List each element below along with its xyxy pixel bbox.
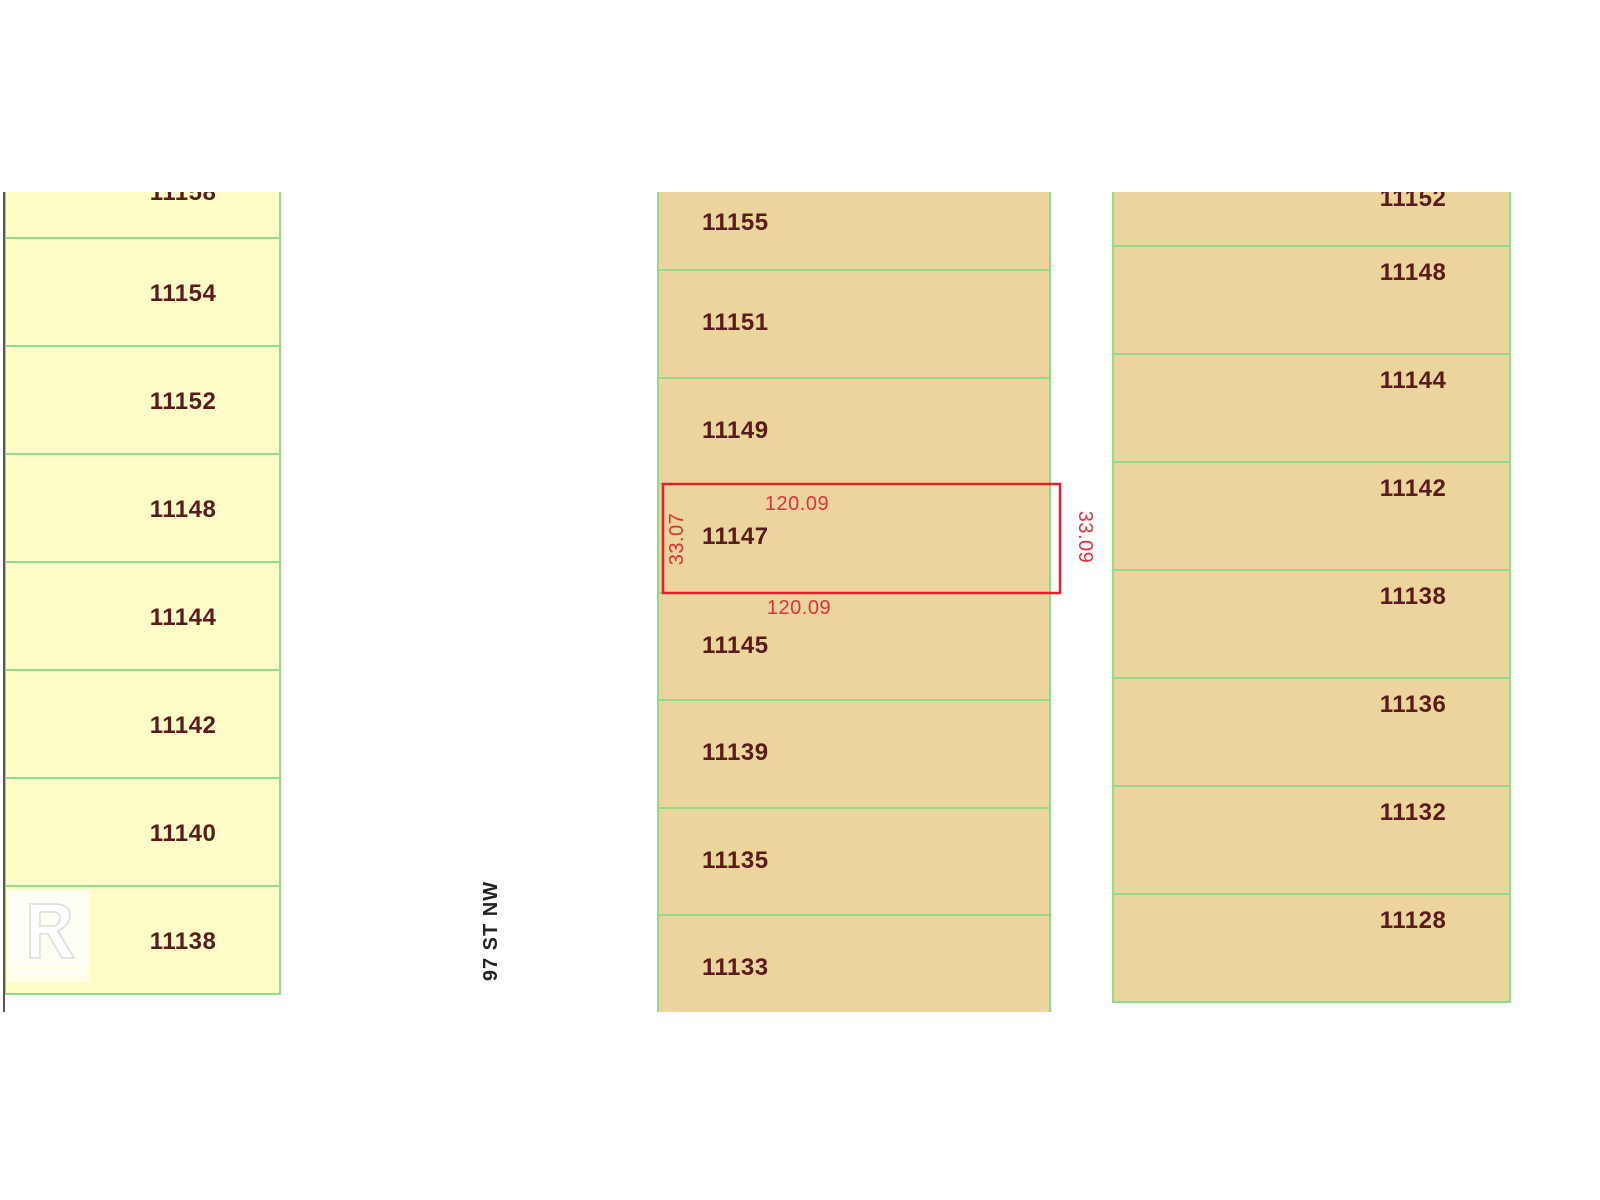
lots-layer: 11158 11154 11152 11148 11144 11142 11140 11138… bbox=[4, 192, 1511, 1012]
lot-label-left-11154: 11154 bbox=[150, 280, 217, 307]
lot-label-left-11158: 11158 bbox=[150, 192, 217, 206]
lot-label-center-11135: 11135 bbox=[702, 847, 769, 874]
lot-label-right-11148: 11148 bbox=[1380, 259, 1447, 286]
lot-parcel-left-11158[interactable] bbox=[4, 192, 281, 239]
lot-parcel-center-11149[interactable] bbox=[657, 377, 1051, 485]
lot-label-right-11136: 11136 bbox=[1380, 691, 1447, 718]
lot-parcel-center-11139[interactable] bbox=[657, 699, 1051, 809]
dimension-top: 120.09 bbox=[765, 493, 829, 515]
lot-label-center-11139: 11139 bbox=[702, 739, 769, 766]
lot-label-center-11145: 11145 bbox=[702, 632, 769, 659]
lot-label-center-11151: 11151 bbox=[702, 309, 769, 336]
lot-label-left-11140: 11140 bbox=[150, 820, 217, 847]
lot-parcel-left-11154[interactable] bbox=[4, 237, 281, 347]
lot-label-right-11138: 11138 bbox=[1380, 583, 1447, 610]
lot-map: 11158 11154 11152 11148 11144 11142 11140 11138… bbox=[0, 192, 1600, 1012]
lot-parcel-right-11152[interactable] bbox=[1112, 192, 1511, 247]
lot-label-center-11155: 11155 bbox=[702, 209, 769, 236]
lot-label-right-11142: 11142 bbox=[1380, 475, 1447, 502]
lot-parcel-left-11140[interactable] bbox=[4, 777, 281, 887]
lot-parcel-right-11136[interactable] bbox=[1112, 677, 1511, 787]
lot-label-left-11142: 11142 bbox=[150, 712, 217, 739]
realtor-logo-icon bbox=[8, 890, 90, 982]
lot-parcel-center-11151[interactable] bbox=[657, 269, 1051, 379]
lot-parcel-center-11155[interactable] bbox=[657, 192, 1051, 271]
parcel-map-svg: 11158 11154 11152 11148 11144 11142 11140 11138… bbox=[3, 192, 1511, 1012]
dimension-right: 33.09 bbox=[1074, 511, 1096, 564]
lot-parcel-right-11148[interactable] bbox=[1112, 245, 1511, 355]
lot-label-right-11144: 11144 bbox=[1380, 367, 1447, 394]
lot-label-right-11128: 11128 bbox=[1380, 907, 1447, 934]
lot-label-left-11152: 11152 bbox=[150, 388, 217, 415]
lot-label-right-11152: 11152 bbox=[1380, 192, 1447, 212]
lot-parcel-center-11133[interactable] bbox=[657, 914, 1051, 1012]
subject-lot-outline[interactable] bbox=[661, 482, 1062, 595]
lot-parcel-right-11128[interactable] bbox=[1112, 893, 1511, 1003]
lot-parcel-right-11132[interactable] bbox=[1112, 785, 1511, 895]
lot-parcel-right-11142[interactable] bbox=[1112, 461, 1511, 571]
lot-parcel-right-11144[interactable] bbox=[1112, 353, 1511, 463]
lot-parcel-left-11144[interactable] bbox=[4, 561, 281, 671]
dimension-left: 33.07 bbox=[666, 513, 688, 566]
subject-lot-layer: 120.09 120.09 33.07 33.09 bbox=[661, 482, 1096, 619]
lot-parcel-left-11142[interactable] bbox=[4, 669, 281, 779]
lot-label-right-11132: 11132 bbox=[1380, 799, 1447, 826]
lot-label-left-11148: 11148 bbox=[150, 496, 217, 523]
lot-parcel-right-11138[interactable] bbox=[1112, 569, 1511, 679]
lot-label-left-11138: 11138 bbox=[150, 928, 217, 955]
street-label: 97 ST NW bbox=[480, 881, 502, 981]
lot-label-center-11133: 11133 bbox=[702, 954, 769, 981]
lot-label-center-11147: 11147 bbox=[702, 523, 769, 550]
lot-label-center-11149: 11149 bbox=[702, 417, 769, 444]
lot-parcel-left-11152[interactable] bbox=[4, 345, 281, 455]
dimension-bottom: 120.09 bbox=[767, 597, 831, 619]
lot-parcel-left-11148[interactable] bbox=[4, 453, 281, 563]
lot-parcel-center-11147[interactable] bbox=[657, 483, 1051, 594]
lot-label-left-11144: 11144 bbox=[150, 604, 217, 631]
